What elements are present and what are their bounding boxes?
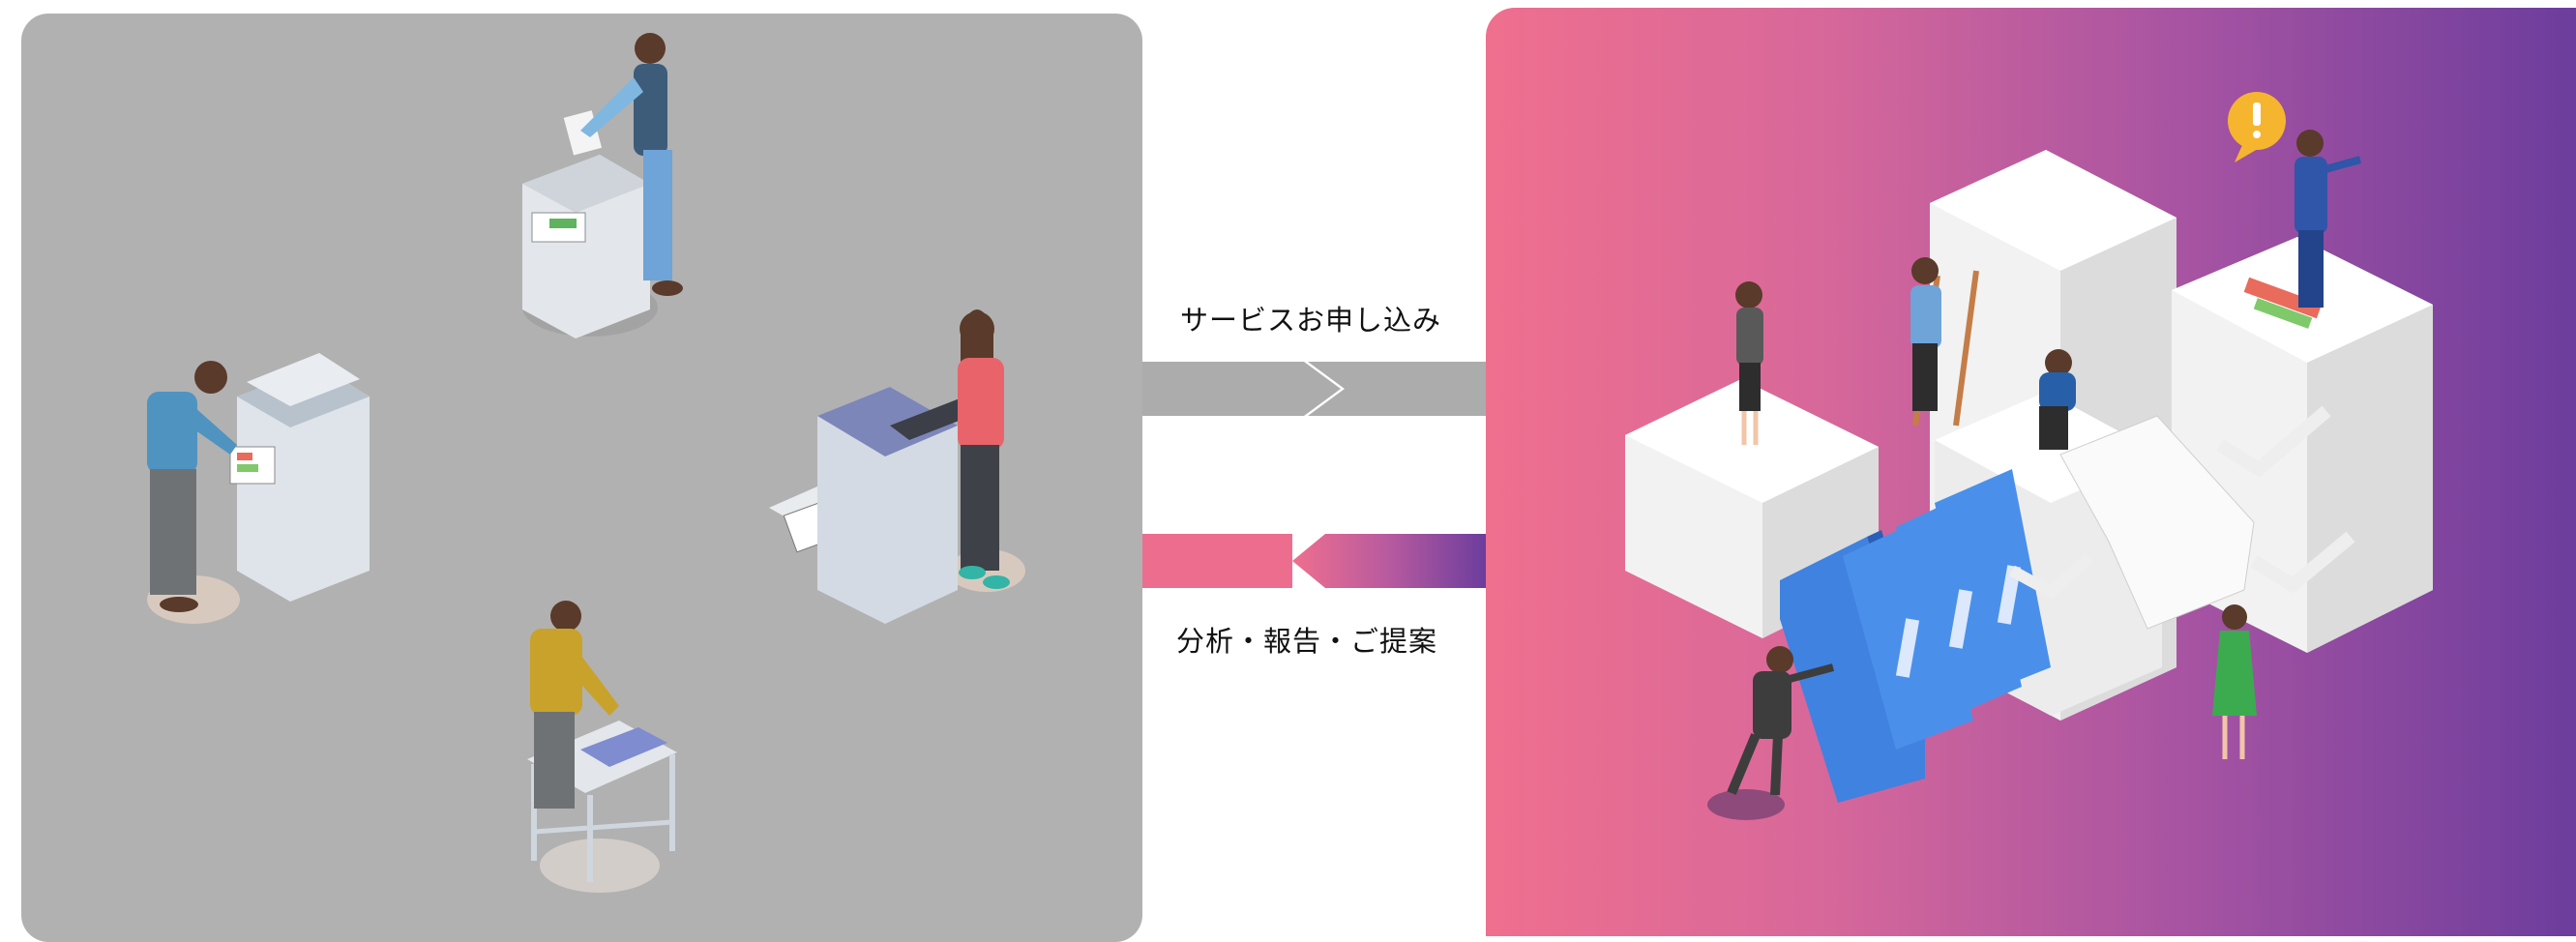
manager-figure (2295, 130, 2362, 308)
binders-icon (1780, 469, 2051, 803)
report-arrow (1142, 534, 1486, 588)
businesswoman-figure (1735, 281, 1763, 445)
alert-icon (2228, 92, 2286, 162)
printer-operator-icon (522, 33, 683, 339)
large-printer-operator-icon (769, 309, 1025, 624)
service-request-label: サービスお申し込み (1180, 304, 1442, 337)
paper-cutter-operator-icon (527, 601, 677, 893)
analysis-report-label: 分析・報告・ご提案 (1176, 625, 1438, 658)
request-arrow (1142, 362, 1486, 416)
ladder-climber-figure (1910, 257, 1979, 427)
checkmark-icons (2009, 405, 2355, 600)
copier-operator-icon (147, 353, 370, 624)
pushing-man-figure (1707, 646, 1835, 820)
crouching-worker-figure (2039, 349, 2076, 450)
green-dress-woman-figure (2212, 604, 2257, 759)
